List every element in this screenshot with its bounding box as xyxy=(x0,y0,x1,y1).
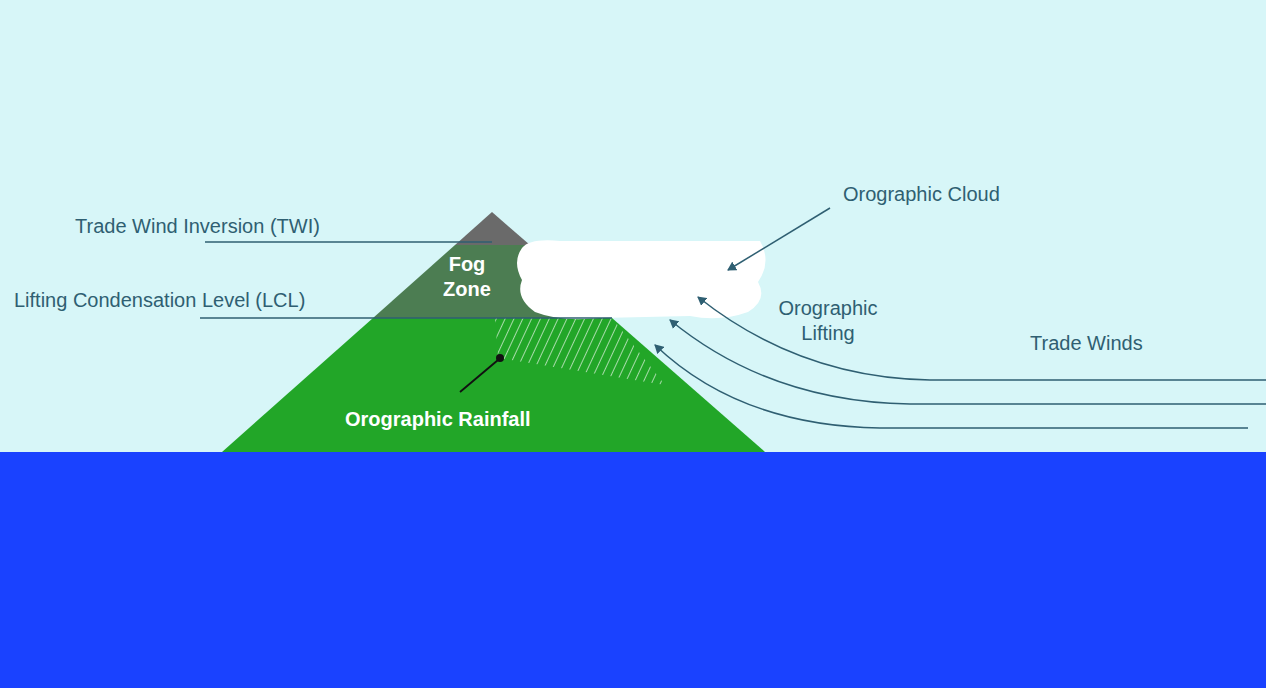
wind-line xyxy=(670,320,1266,404)
trade-winds-label: Trade Winds xyxy=(1030,331,1143,356)
rain-hatching xyxy=(495,318,665,385)
sky xyxy=(0,0,1266,452)
wind-line xyxy=(655,345,1248,428)
fog-zone-label: Fog Zone xyxy=(436,252,498,302)
cloud-label: Orographic Cloud xyxy=(843,182,1000,207)
inversion-label: Trade Wind Inversion (TWI) xyxy=(75,214,320,239)
lcl-label: Lifting Condensation Level (LCL) xyxy=(14,288,305,313)
twi-line xyxy=(205,241,492,243)
cloud-leader xyxy=(728,208,830,270)
rain-leader xyxy=(460,360,498,392)
wind-line xyxy=(698,297,1266,380)
lcl-line xyxy=(200,317,612,319)
rain-dot xyxy=(496,354,504,362)
rainfall-label: Orographic Rainfall xyxy=(345,407,531,432)
mountain-peak xyxy=(455,212,530,245)
mountain-slope xyxy=(222,318,765,452)
orographic-cloud xyxy=(517,240,766,319)
sea xyxy=(0,452,1266,688)
lifting-label: Orographic Lifting xyxy=(768,296,888,346)
